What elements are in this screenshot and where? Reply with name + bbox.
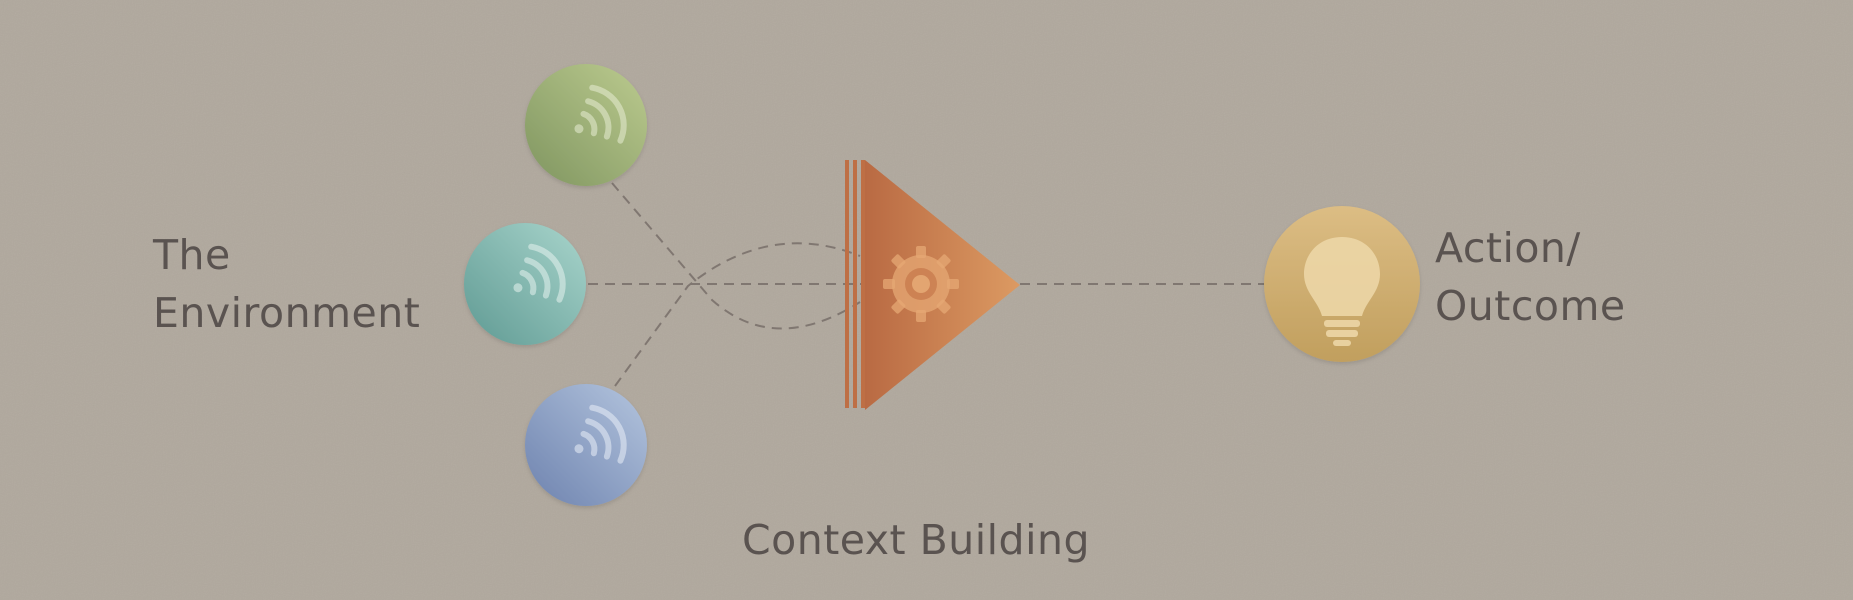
processor-bar-3 [861,160,865,408]
context-building-label: Context Building [742,511,1090,569]
blue-sensor [525,384,647,506]
connector-blue-to-processor [614,242,861,387]
blue-sensor-circle [525,384,647,506]
green-sensor [525,64,647,186]
outcome-node [1264,206,1420,362]
action-outcome-label-line-2: Outcome [1435,282,1626,330]
connectors [588,182,1268,387]
wifi-signal-icon [574,84,627,144]
context-building-label-text: Context Building [742,516,1090,564]
action-outcome-label: Action/ Outcome [1435,219,1626,335]
lightbulb-icon [1304,237,1380,346]
wifi-signal-icon [513,243,566,303]
environment-label-line-2: Environment [153,289,421,337]
teal-sensor [464,223,586,345]
teal-sensor-circle [464,223,586,345]
connector-green-to-processor [611,182,861,330]
processor-bar-2 [853,160,857,408]
action-outcome-label-line-1: Action/ [1435,224,1581,272]
environment-label: The Environment [153,226,420,342]
green-sensor-circle [525,64,647,186]
environment-label-line-1: The [153,231,231,279]
processor-bar-1 [845,160,849,408]
context-processor [845,160,1020,410]
wifi-signal-icon [574,404,627,464]
gear-icon [883,246,959,322]
